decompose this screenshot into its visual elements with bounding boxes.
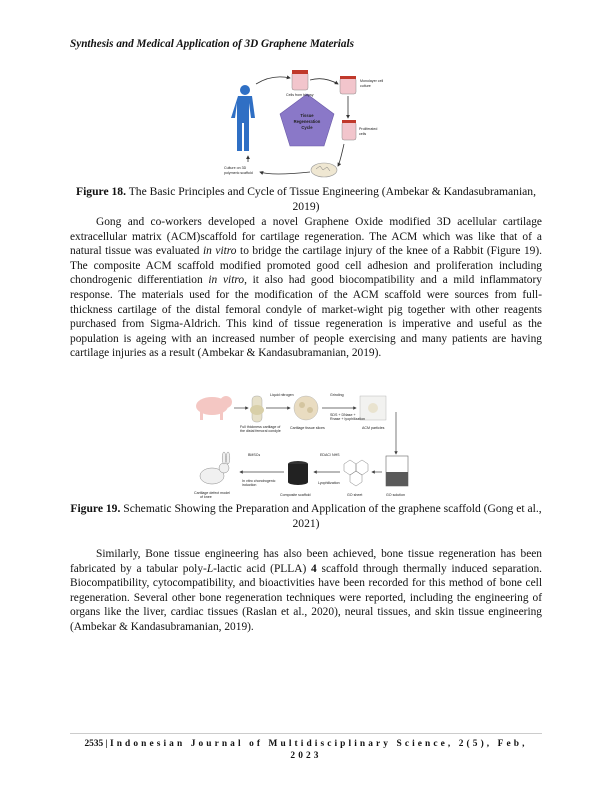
figure-18-caption-text: The Basic Principles and Cycle of Tissue… — [126, 185, 537, 213]
cycle-pentagon — [279, 93, 335, 147]
journal-citation: Indonesian Journal of Multidisciplinary … — [109, 739, 528, 761]
footer-divider — [70, 733, 542, 734]
culture-flask-icon — [339, 76, 357, 95]
label-invitro-1: In vitro chondrogenic — [242, 479, 276, 483]
label-acm-particles: ACM particles — [362, 426, 385, 430]
running-header: Synthesis and Medical Application of 3D … — [70, 38, 354, 50]
composite-scaffold-icon — [288, 461, 308, 485]
rabbit-icon — [199, 451, 231, 485]
label-sds-1: SDS + DNase + — [330, 413, 356, 417]
figure-19-caption: Figure 19. Schematic Showing the Prepara… — [70, 502, 542, 531]
label-full-thickness-1: Full thickness cartilage of — [240, 425, 280, 429]
label-culture-2: polymeric scaffold — [224, 171, 253, 175]
label-monolayer-1: Monolayer cell — [360, 79, 383, 83]
label-bmscs: BMSCs — [248, 453, 260, 457]
label-go-solution: GO solution — [386, 493, 405, 497]
label-invitro-2: induction — [242, 483, 256, 487]
label-monolayer-2: culture — [360, 84, 371, 88]
label-defect-model-1: Cartilage defect model — [194, 491, 230, 495]
paragraph-bone-tissue: Similarly, Bone tissue engineering has a… — [70, 548, 542, 633]
label-edac: EDAC/ NHS — [320, 453, 340, 457]
label-sds-2: Rnase + lyophilization — [330, 417, 365, 421]
paragraph-gong-acm: Gong and co-workers developed a novel Gr… — [70, 216, 542, 360]
pig-icon — [196, 396, 232, 420]
human-figure-icon — [231, 85, 255, 151]
footer-separator: | — [103, 739, 110, 749]
figure-19-caption-text: Schematic Showing the Preparation and Ap… — [120, 502, 542, 530]
figure-18-caption: Figure 18. The Basic Principles and Cycl… — [70, 185, 542, 214]
figure-19-label: Figure 19. — [70, 502, 121, 515]
go-solution-beaker-icon — [385, 455, 409, 487]
label-lyophilization: Lyophilization — [318, 481, 340, 485]
figure-18-tissue-cycle-diagram: Tissue Regeneration Cycle Cells from bio… — [224, 70, 383, 178]
page-number: 2535 — [84, 739, 104, 749]
acm-particles-icon — [359, 395, 387, 421]
proliferation-flask-icon — [341, 120, 357, 141]
label-liquid-nitrogen: Liquid nitrogen — [270, 393, 294, 397]
cartilage-slices-icon — [293, 395, 319, 421]
figure-18-label: Figure 18. — [75, 185, 127, 198]
label-proliferated-1: Proliferated — [359, 127, 377, 131]
label-proliferated-2: cells — [359, 132, 366, 136]
label-cells-biopsy: Cells from biopsy — [286, 93, 314, 97]
label-culture-1: Culture on 3D — [224, 166, 247, 170]
biopsy-tube-icon — [291, 70, 309, 91]
center-label-1: Tissue — [300, 113, 314, 118]
center-label-3: Cycle — [301, 125, 313, 130]
page-footer: 2535 | Indonesian Journal of Multidiscip… — [70, 738, 542, 762]
label-defect-model-2: of knee — [200, 495, 212, 499]
figure-19-graphene-scaffold-schematic: Full thickness cartilage of the distal f… — [194, 393, 409, 499]
label-cartilage-slices: Cartilage tissue slices — [290, 426, 325, 430]
label-full-thickness-2: the distal femoral condyle — [240, 429, 281, 433]
label-composite-scaffold: Composite scaffold — [280, 493, 311, 497]
label-grinding: Grinding — [330, 393, 344, 397]
center-label-2: Regeneration — [294, 119, 321, 124]
petri-dish-icon — [310, 162, 338, 178]
go-sheet-icon — [343, 459, 369, 487]
knee-joint-icon — [250, 395, 264, 423]
label-go-sheet: GO sheet — [347, 493, 362, 497]
